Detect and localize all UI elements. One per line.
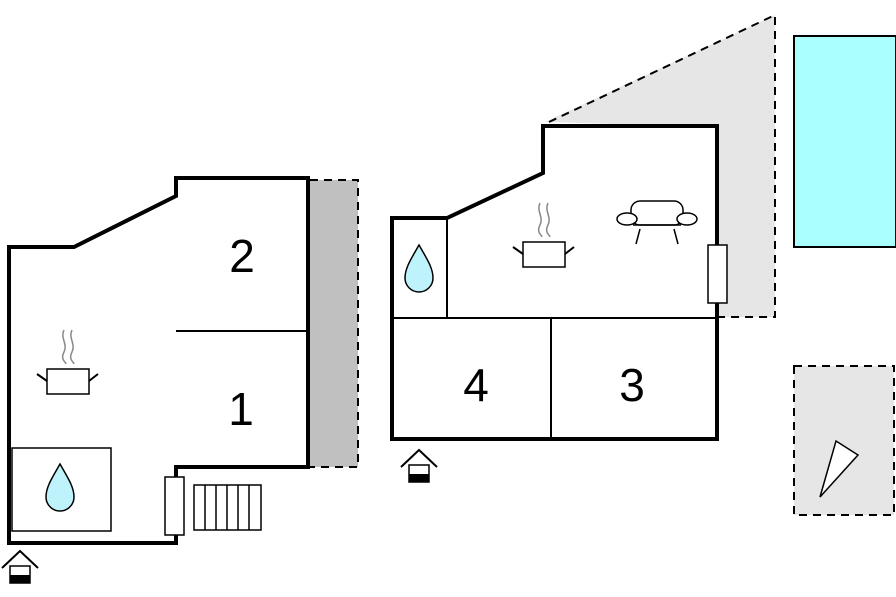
room-label-2: 2 bbox=[229, 230, 255, 282]
entrance-icon bbox=[400, 448, 438, 483]
side-terrace bbox=[310, 180, 358, 467]
terrace bbox=[545, 15, 775, 317]
cooking-pot-icon bbox=[512, 202, 575, 268]
entrance-icon bbox=[1, 549, 39, 584]
pool bbox=[793, 35, 896, 248]
sofa-icon bbox=[616, 200, 698, 245]
stairs-icon bbox=[193, 484, 262, 531]
window-icon bbox=[164, 476, 185, 536]
water-drop-icon bbox=[45, 462, 75, 512]
right-outer-wall bbox=[390, 124, 719, 441]
parasol-icon bbox=[819, 439, 860, 498]
room-label-4: 4 bbox=[463, 359, 489, 411]
terrace-border bbox=[548, 13, 776, 318]
left-building: 2 1 bbox=[1, 176, 359, 584]
right-building: 4 3 bbox=[390, 13, 776, 483]
parasol-area bbox=[793, 365, 895, 516]
cooking-pot-icon bbox=[36, 329, 99, 395]
room-label-3: 3 bbox=[619, 359, 645, 411]
window-icon bbox=[707, 244, 728, 304]
room-label-1: 1 bbox=[228, 383, 254, 435]
water-drop-icon bbox=[404, 243, 434, 293]
